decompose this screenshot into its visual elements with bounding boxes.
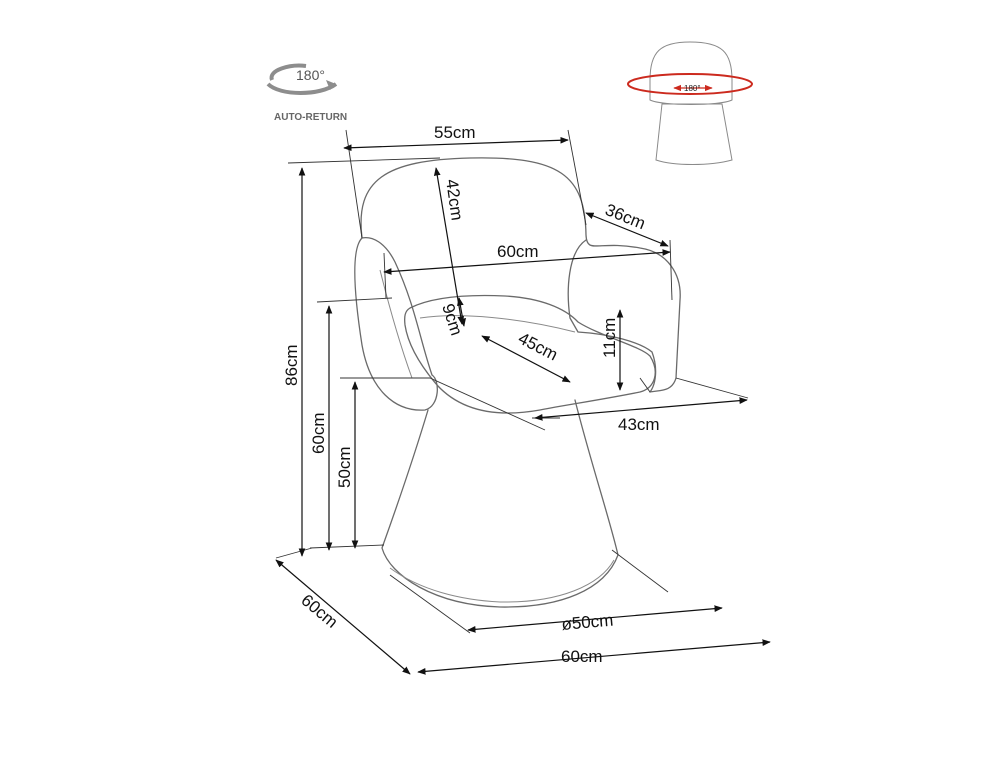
chair-pedestal bbox=[381, 399, 619, 608]
dim-arrow-9 bbox=[457, 297, 466, 327]
extension-lines bbox=[275, 129, 749, 634]
rotate-arrow-icon bbox=[266, 63, 338, 95]
chair-backrest bbox=[360, 157, 681, 393]
dim-arrow-60-depth bbox=[275, 559, 411, 675]
dim-arrow-60-width bbox=[417, 639, 771, 675]
label-cushion-thickness: 9cm bbox=[438, 301, 466, 337]
auto-return-label: AUTO-RETURN bbox=[274, 112, 347, 123]
label-backrest-height: 42cm bbox=[442, 178, 467, 222]
dim-arrow-55 bbox=[343, 136, 569, 152]
chair-left-arm bbox=[354, 236, 438, 411]
chair-right-arm bbox=[567, 239, 657, 393]
chair-seat bbox=[404, 294, 656, 414]
label-footprint-width: 60cm bbox=[561, 647, 603, 666]
rotation-ring-icon bbox=[627, 73, 753, 95]
label-total-height: 86cm bbox=[282, 344, 301, 386]
dim-arrow-36 bbox=[585, 212, 669, 247]
label-seat-depth: 45cm bbox=[515, 329, 561, 365]
label-base-diameter: ø50cm bbox=[561, 611, 614, 634]
rotation-badge: 180° AUTO-RETURN bbox=[266, 63, 347, 123]
dimension-labels: 55cm 42cm 36cm 60cm 9cm 45cm 11cm 43cm 8… bbox=[282, 123, 660, 666]
rotation-angle-label: 180° bbox=[296, 67, 325, 83]
dim-arrow-diameter bbox=[467, 605, 723, 633]
label-seat-height: 50cm bbox=[335, 446, 354, 488]
label-arm-above-seat: 11cm bbox=[600, 318, 619, 358]
label-seat-width-top: 55cm bbox=[434, 123, 476, 142]
dim-arrow-45 bbox=[481, 335, 571, 383]
label-arm-height: 60cm bbox=[309, 412, 328, 454]
dim-arrow-60-span bbox=[383, 249, 671, 275]
label-seat-front-width: 43cm bbox=[618, 415, 660, 434]
dim-arrow-43 bbox=[534, 397, 748, 421]
swivel-thumbnail: 180° bbox=[627, 41, 753, 165]
thumbnail-angle-label: 180° bbox=[684, 84, 701, 93]
label-arm-span: 60cm bbox=[497, 242, 539, 261]
dimension-arrows bbox=[275, 136, 771, 675]
